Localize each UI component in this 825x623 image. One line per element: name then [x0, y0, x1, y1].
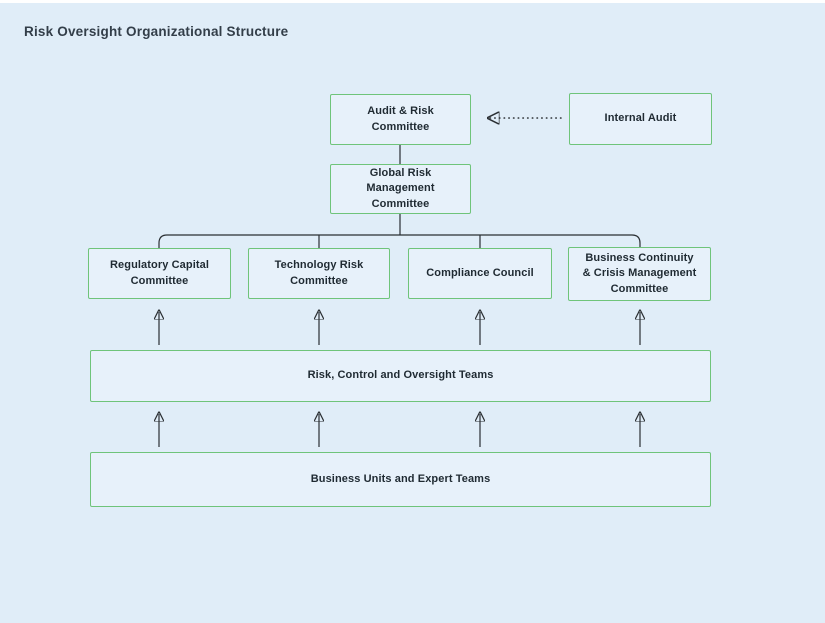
node-label: Technology Risk Committee	[274, 259, 364, 287]
node-label: Audit & Risk Committee	[367, 105, 434, 133]
node-compliance-council: Compliance Council	[408, 248, 552, 299]
node-label: Internal Audit	[604, 112, 677, 125]
node-regulatory-capital-committee: Regulatory Capital Committee	[88, 248, 231, 299]
node-label: Regulatory Capital Committee	[110, 259, 209, 287]
node-risk-control-oversight-teams: Risk, Control and Oversight Teams	[90, 350, 711, 402]
node-label: Business Units and Expert Teams	[310, 472, 491, 485]
node-label: Risk, Control and Oversight Teams	[307, 369, 494, 382]
node-global-risk-management-committee: Global Risk Management Committee	[330, 164, 471, 214]
node-business-units-expert-teams: Business Units and Expert Teams	[90, 452, 711, 507]
node-internal-audit: Internal Audit	[569, 93, 712, 145]
top-strip	[0, 0, 825, 3]
node-business-continuity-committee: Business Continuity & Crisis Management …	[568, 247, 711, 301]
node-label: Compliance Council	[426, 266, 534, 279]
node-label: Business Continuity & Crisis Management …	[582, 251, 697, 295]
branch-rail	[158, 234, 641, 249]
node-technology-risk-committee: Technology Risk Committee	[248, 248, 390, 299]
node-label: Global Risk Management Committee	[366, 166, 435, 210]
page-title: Risk Oversight Organizational Structure	[24, 24, 289, 39]
node-audit-risk-committee: Audit & Risk Committee	[330, 94, 471, 145]
